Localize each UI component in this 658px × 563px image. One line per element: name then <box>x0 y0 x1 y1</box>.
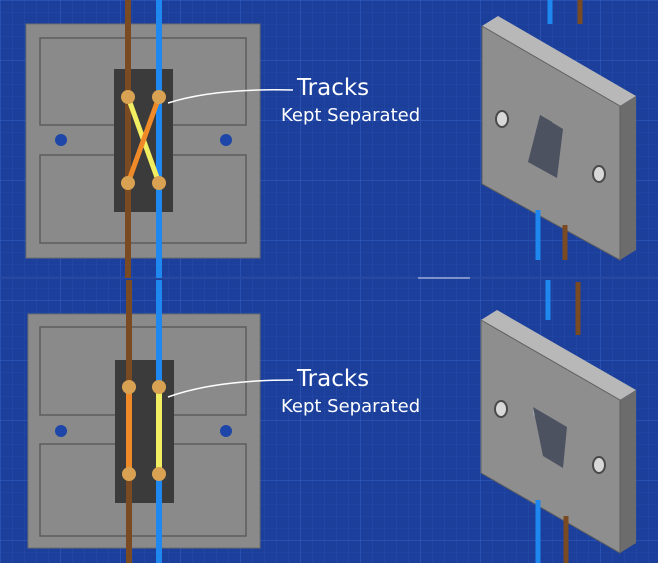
orange-track <box>125 94 162 186</box>
mounting-hole-right <box>220 134 232 146</box>
annotation-subtitle: Kept Separated <box>281 105 420 126</box>
mounting-hole-left <box>55 134 67 146</box>
rocker <box>533 407 567 468</box>
switch-side-right <box>620 390 636 553</box>
terminal <box>121 176 135 190</box>
switch-side-top <box>481 310 636 400</box>
screw-hole <box>494 400 508 418</box>
screw-hole <box>592 165 606 183</box>
terminal <box>152 467 166 481</box>
annotation-pointer <box>167 89 294 104</box>
wall-switch-3d <box>481 0 636 261</box>
annotation-pointer <box>167 379 294 398</box>
switch-side-right <box>620 96 636 260</box>
mounting-hole-left <box>55 425 67 437</box>
annotation-subtitle: Kept Separated <box>281 396 420 417</box>
top-panel: Tracks Kept Separated <box>25 0 636 278</box>
bottom-panel: Tracks Kept Separated <box>27 280 636 563</box>
mounting-hole-right <box>220 425 232 437</box>
screw-hole <box>495 110 509 128</box>
terminal <box>122 467 136 481</box>
terminal <box>152 176 166 190</box>
annotation-title: Tracks <box>296 366 369 392</box>
terminal <box>121 90 135 104</box>
wall-switch-3d <box>480 280 636 563</box>
terminal <box>122 380 136 394</box>
terminal <box>152 380 166 394</box>
terminal <box>152 90 166 104</box>
switch-side-top <box>482 16 636 106</box>
switch-mechanism <box>115 360 174 503</box>
rocker <box>528 115 563 178</box>
screw-hole <box>592 456 606 474</box>
annotation-title: Tracks <box>296 75 369 101</box>
